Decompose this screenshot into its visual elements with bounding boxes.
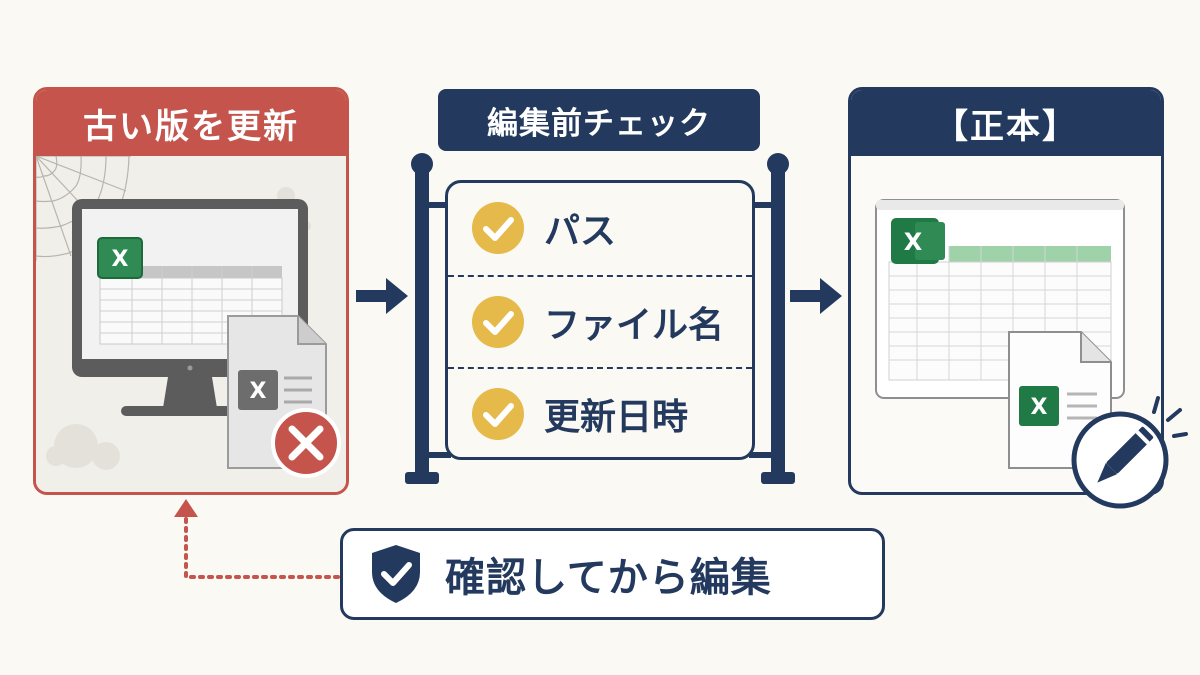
feedback-dotted-arrow [174, 499, 340, 579]
svg-text:X: X [904, 228, 923, 256]
arrow-right-icon [356, 278, 408, 314]
excel-icon: X [97, 237, 143, 279]
shield-check-icon [372, 545, 420, 603]
checklist-card: パス ファイル名 更新日時 [445, 180, 755, 460]
check-icon [472, 388, 524, 440]
checklist-item-filename: ファイル名 [448, 275, 752, 367]
pencil-icon [1071, 396, 1188, 509]
gate-frame [405, 153, 795, 484]
excel-icon: X [891, 218, 945, 264]
confirm-before-edit-box: 確認してから編集 [340, 528, 885, 620]
master-spreadsheet-illustration: X X [875, 199, 1125, 469]
x-circle-icon [271, 408, 341, 478]
checklist-item-path: パス [448, 183, 752, 273]
checklist-title: 編集前チェック [438, 89, 760, 151]
svg-text:X: X [1031, 395, 1048, 420]
svg-text:X: X [250, 379, 267, 404]
checklist-item-label: パス [544, 211, 617, 252]
old-version-panel: 古い版を更新 [33, 87, 349, 495]
arrow-right-icon [790, 278, 842, 314]
master-version-panel: 【正本】 X X [848, 87, 1164, 495]
old-version-title: 古い版を更新 [36, 90, 346, 156]
check-icon [472, 296, 524, 348]
old-monitor-illustration: X X [36, 156, 346, 492]
checklist-item-label: ファイル名 [544, 305, 725, 346]
svg-text:X: X [112, 247, 129, 272]
confirm-label: 確認してから編集 [445, 555, 772, 601]
checklist-item-label: 更新日時 [544, 397, 689, 438]
master-version-title: 【正本】 [851, 90, 1161, 156]
check-icon [472, 202, 524, 254]
checklist-item-modified: 更新日時 [448, 367, 752, 459]
